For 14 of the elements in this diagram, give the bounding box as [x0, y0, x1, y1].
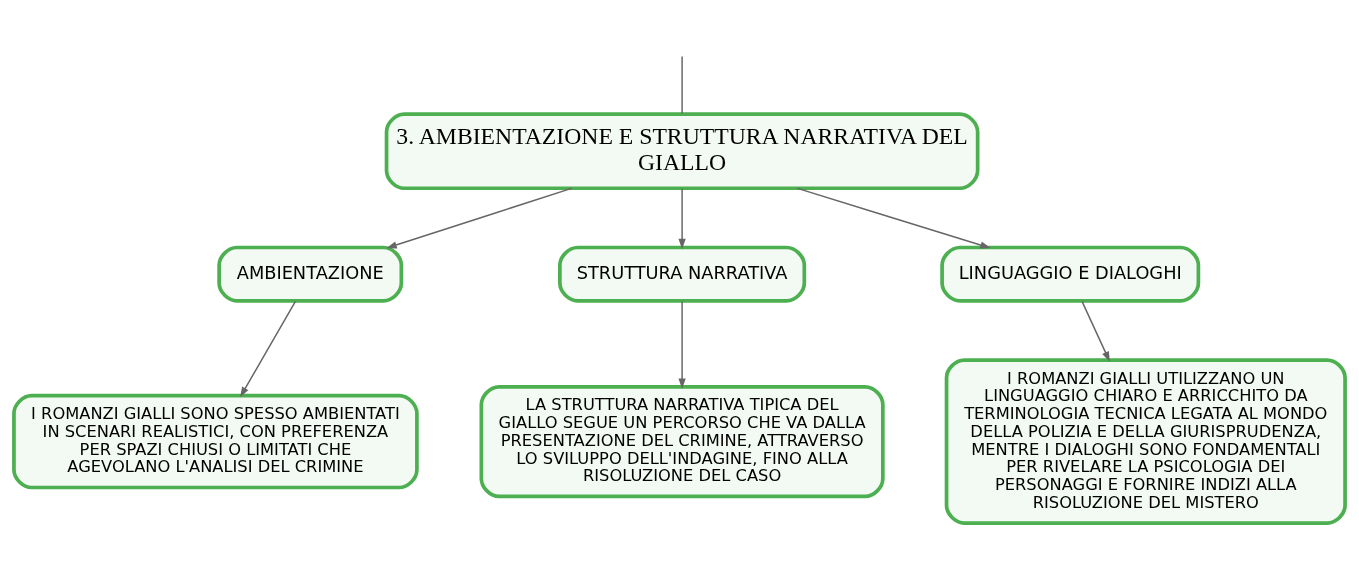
arrow	[386, 187, 573, 248]
arrow	[796, 187, 991, 248]
arrow	[1081, 300, 1110, 362]
node-box: I ROMANZI GIALLI SONO SPESSO AMBIENTATI IN SCENARI REALISTICI, CON PREFERENZA PER SPAZI CHIUSI O LIMITATI CHE AGEVOLANO L'ANALISI DEL CRIMINE	[12, 393, 419, 489]
node-box: LA STRUTTURA NARRATIVA TIPICA DEL GIALLO SEGUE UN PERCORSO CHE VA DALLA PRESENTAZIONE DEL CRIMINE, ATTRAVERSO LO SVILUPPO DELL'INDAGINE, FINO ALLA RISOLUZIONE DEL CASO	[479, 384, 885, 498]
node-box: 3. AMBIENTAZIONE E STRUTTURA NARRATIVA DEL GIALLO	[384, 111, 980, 190]
arrow	[678, 300, 686, 389]
arrow	[240, 300, 297, 397]
node-box: I ROMANZI GIALLI UTILIZZANO UN LINGUAGGIO CHIARO E ARRICCHITO DA TERMINOLOGIA TECNICA LEGATA AL MONDO DELLA POLIZIA E DELLA GIURISPRUDENZA, MENTRE I DIALOGHI SONO FONDAMENTALI PER RIVELARE LA PSICOLOGIA DEI PERSONAGGI E FORNIRE INDIZI ALLA RISOLUZIONE DEL MISTERO	[944, 357, 1347, 525]
node-box: AMBIENTAZIONE	[217, 245, 404, 303]
node-box: LINGUAGGIO E DIALOGHI	[940, 245, 1201, 303]
arrow	[678, 187, 686, 249]
node-box: STRUTTURA NARRATIVA	[558, 245, 807, 303]
connector	[681, 55, 683, 114]
